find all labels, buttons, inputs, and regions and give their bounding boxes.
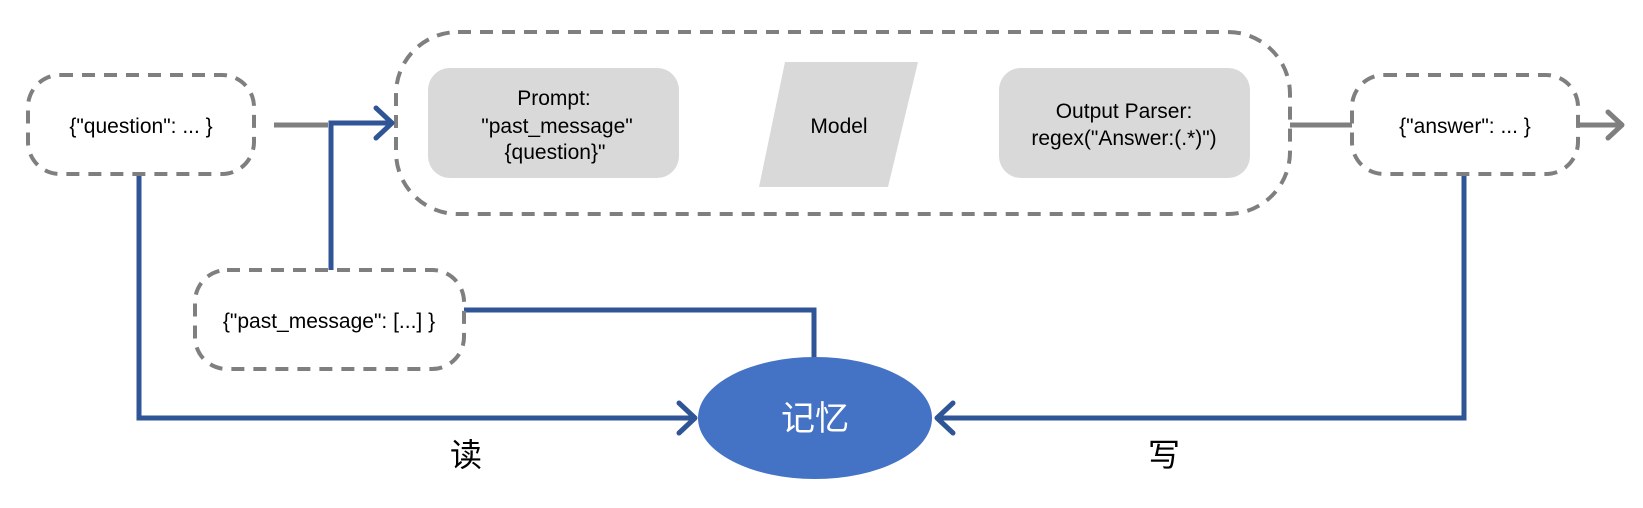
write-arrowhead	[934, 400, 956, 436]
past-message-node: {"past_message": [...] }	[193, 268, 466, 371]
answer-out-arrowhead	[1605, 109, 1625, 141]
prompt-node: Prompt: "past_message" {question}"	[428, 68, 679, 178]
past-message-label: {"past_message": [...] }	[223, 310, 435, 333]
answer-output-label: {"answer": ... }	[1399, 115, 1531, 138]
write-line	[937, 174, 1467, 421]
prompt-line-1: Prompt:	[517, 87, 591, 110]
question-input-node: {"question": ... }	[26, 73, 256, 176]
model-label: Model	[810, 115, 867, 138]
output-parser-node: Output Parser: regex("Answer:(.*)")	[999, 68, 1250, 178]
prompt-line-2: "past_message"	[481, 115, 633, 138]
past-message-to-chain-arrowhead	[373, 105, 395, 141]
read-edge-label: 读	[450, 436, 482, 474]
output-parser-line-2: regex("Answer:(.*)")	[1031, 127, 1216, 150]
past-message-to-prompt-line	[328, 120, 392, 270]
output-parser-line-1: Output Parser:	[1056, 100, 1193, 123]
memory-node: 记忆	[698, 357, 932, 479]
model-node: Model	[759, 62, 918, 187]
read-arrowhead	[676, 400, 698, 436]
memory-to-past-message-line	[464, 307, 817, 360]
read-line	[136, 174, 695, 421]
question-input-label: {"question": ... }	[69, 115, 212, 138]
prompt-line-3: {question}"	[505, 141, 606, 164]
memory-label: 记忆	[781, 399, 849, 439]
answer-output-node: {"answer": ... }	[1350, 73, 1580, 176]
write-edge-label: 写	[1148, 436, 1180, 474]
